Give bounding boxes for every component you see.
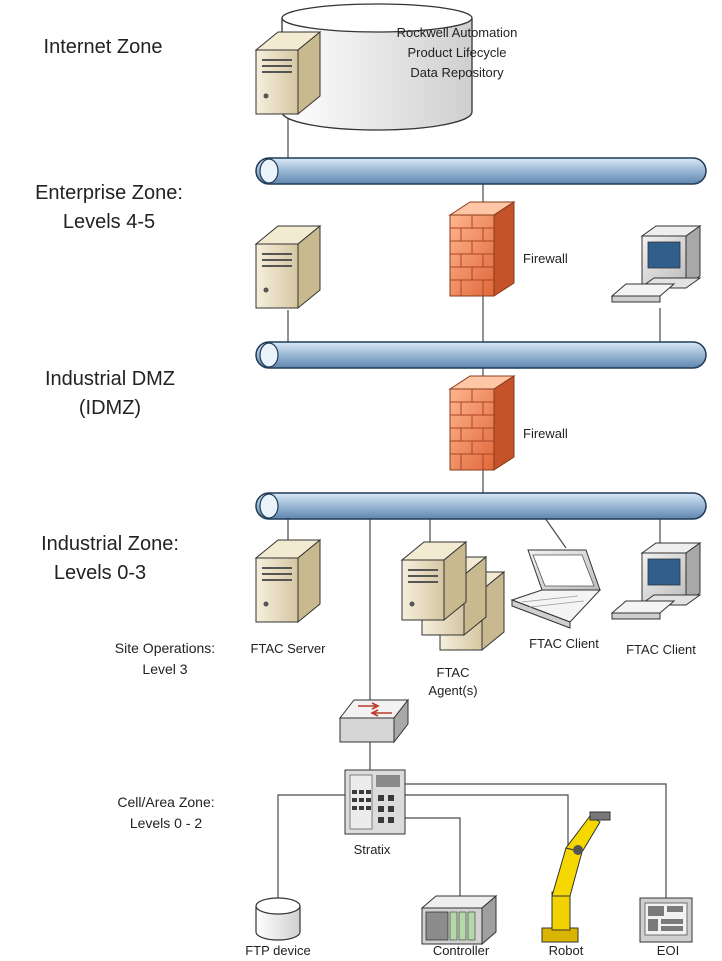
ftac-client-laptop-icon [510,549,602,629]
repository-label-line2: Product Lifecycle [408,45,507,60]
firewall-enterprise-icon [448,201,516,297]
ftp-device-icon [255,897,301,941]
ftac-server-icon [254,538,322,624]
repository-database-icon [281,3,473,131]
zone-label-cell-area-levels: Levels 0 - 2 [130,815,203,831]
ftac-client-laptop-label: FTAC Client [529,636,599,651]
firewall-idmz-icon [448,375,516,471]
controller-label: Controller [433,943,490,958]
robot-icon [541,811,611,943]
repository-label-line1: Rockwell Automation [397,25,518,40]
firewall-enterprise-label: Firewall [523,251,568,266]
eoi-icon [639,897,693,943]
repository-server-icon [254,30,322,116]
zone-label-industrial-title: Industrial Zone: [41,533,179,555]
ftac-agents-label-line1: FTAC [437,665,470,680]
ftac-agents-icon [400,540,506,652]
repository-label-line3: Data Repository [410,65,504,80]
eoi-label: EOI [657,943,679,958]
robot-label: Robot [549,943,584,958]
connection-lines [277,118,667,905]
enterprise-server-icon [254,224,322,310]
network-bus-internet [255,157,707,185]
network-bus-enterprise [255,341,707,369]
zone-label-site-ops-level: Level 3 [142,661,187,677]
stratix-switch-icon [344,769,406,835]
ftac-client-desktop-label: FTAC Client [626,642,696,657]
network-bus-industrial [255,492,707,520]
zone-label-internet: Internet Zone [44,36,163,58]
zone-label-industrial-levels: Levels 0-3 [54,562,146,584]
zone-label-site-ops-title: Site Operations: [115,640,215,656]
zone-label-idmz-title: Industrial DMZ [45,368,175,390]
controller-icon [420,894,498,946]
stratix-label: Stratix [354,842,391,857]
zone-label-idmz-abbr: (IDMZ) [79,397,141,419]
ftac-client-desktop-icon [610,542,702,620]
ftp-device-label: FTP device [245,943,311,958]
firewall-idmz-label: Firewall [523,426,568,441]
zone-label-enterprise-levels: Levels 4-5 [63,211,155,233]
enterprise-workstation-icon [610,225,702,303]
ftac-server-label: FTAC Server [251,641,327,656]
zone-label-enterprise-title: Enterprise Zone: [35,182,183,204]
zone-label-cell-area-title: Cell/Area Zone: [117,794,214,810]
ftac-agents-label-line2: Agent(s) [428,683,477,698]
router-icon [338,698,410,744]
